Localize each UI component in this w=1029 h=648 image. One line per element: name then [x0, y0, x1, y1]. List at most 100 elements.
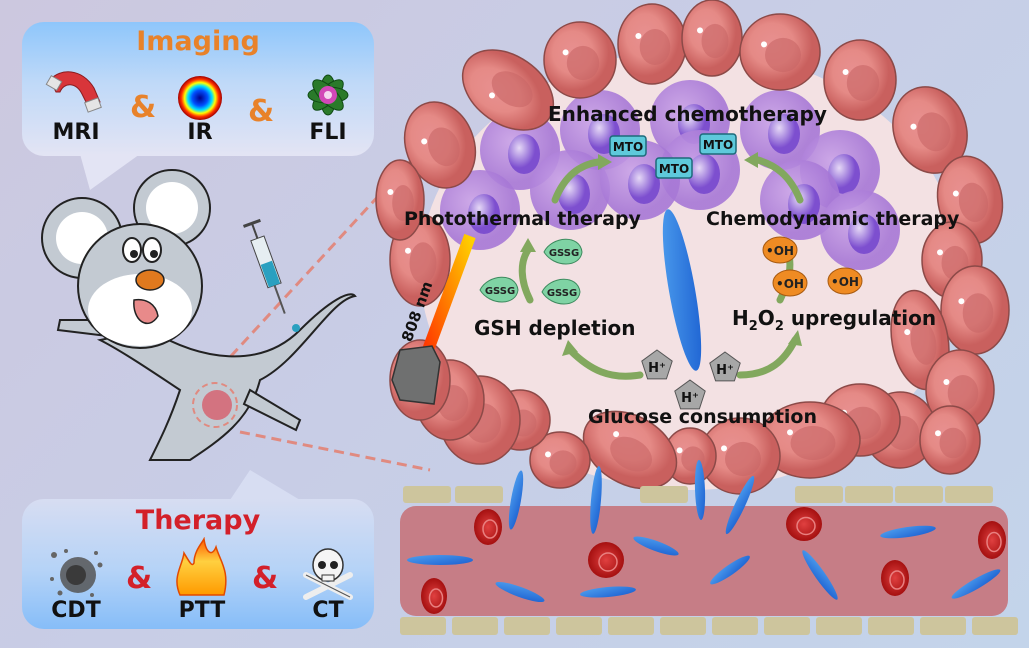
vessel-wall-cell — [764, 617, 810, 635]
mto-badge: MTO — [609, 135, 647, 157]
ir-label: IR — [187, 120, 213, 145]
mto-badge: MTO — [699, 133, 737, 155]
gsh-depletion-label: GSH depletion — [474, 316, 636, 340]
oh-label: •OH — [776, 277, 804, 291]
vessel-red-blood-cell — [421, 578, 447, 614]
chemodynamic-therapy-label: Chemodynamic therapy — [706, 208, 960, 230]
vessel-wall-cell — [400, 617, 446, 635]
mto-label: MTO — [613, 140, 643, 154]
imaging-title: Imaging — [136, 26, 260, 57]
proton-label: H⁺ — [648, 361, 666, 376]
ampersand: & — [252, 561, 279, 596]
red-blood-cell — [461, 49, 555, 131]
tumor-cell — [440, 170, 520, 250]
nanoparticle — [802, 550, 838, 600]
oh-label: •OH — [831, 275, 859, 289]
cdt-label: CDT — [51, 598, 101, 623]
vessel-wall-cell — [640, 486, 688, 503]
vessel-wall-cell — [403, 486, 451, 503]
red-blood-cell — [892, 86, 968, 174]
gssg-drop: GSSG — [541, 278, 581, 305]
red-blood-cell — [823, 39, 897, 121]
mto-badge: MTO — [655, 157, 693, 179]
ptt-label: PTT — [178, 598, 226, 623]
nanoparticle — [725, 475, 755, 535]
nanoparticle — [633, 536, 679, 556]
vessel-wall-cell — [972, 617, 1018, 635]
red-blood-cell — [699, 417, 781, 495]
vessel-wall-cell — [920, 617, 966, 635]
nanoparticle-central — [662, 209, 702, 371]
proton: H⁺ — [674, 379, 706, 410]
hydroxyl-radical: •OH — [827, 267, 863, 295]
vessel-wall-cell — [608, 617, 654, 635]
laser-808nm — [391, 233, 476, 405]
hydroxyl-radical: •OH — [772, 269, 808, 297]
nanoparticle — [580, 586, 636, 598]
mto-label: MTO — [703, 138, 733, 152]
gssg-drop: GSSG — [543, 238, 583, 265]
magnet-icon — [45, 71, 102, 113]
blood-vessel — [400, 506, 1008, 616]
red-blood-cell — [582, 410, 678, 490]
photothermal-therapy-label: Photothermal therapy — [404, 208, 641, 230]
arrow — [566, 346, 644, 380]
red-blood-cell — [919, 405, 981, 475]
proton: H⁺ — [641, 349, 673, 380]
gssg-drop: GSSG — [479, 276, 519, 303]
fluorescence-icon — [307, 74, 349, 116]
red-blood-cell — [681, 0, 743, 77]
vessel-wall-cell — [895, 486, 943, 503]
ampersand: & — [130, 90, 157, 125]
vessel-wall-cell — [845, 486, 893, 503]
oh-label: •OH — [766, 244, 794, 258]
ct-label: CT — [312, 598, 344, 623]
red-blood-cell — [617, 3, 687, 85]
h2o2-upregulation-label: H2O2 upregulation — [732, 306, 937, 334]
thermal-map-icon — [178, 76, 222, 120]
vessel-wall-cell — [712, 617, 758, 635]
laser-emitter — [391, 345, 441, 405]
nanoparticle — [880, 525, 936, 539]
imaging-panel: Imaging MRI & IR & FLI — [22, 22, 374, 156]
enhanced-chemotherapy-label: Enhanced chemotherapy — [548, 102, 827, 126]
debris-icon — [50, 549, 103, 597]
vessel-red-blood-cell — [786, 507, 822, 541]
vessel-red-blood-cell — [978, 521, 1006, 559]
nanoparticle — [508, 470, 524, 530]
arrow — [518, 246, 534, 304]
nanoparticle — [710, 555, 750, 585]
arrow — [551, 158, 602, 204]
nanoparticle — [590, 466, 602, 534]
red-blood-cell — [940, 265, 1010, 355]
nanoparticle — [495, 581, 545, 603]
red-blood-cell — [739, 13, 821, 91]
tumor-cell — [740, 90, 820, 170]
gssg-label: GSSG — [549, 248, 579, 259]
mto-label: MTO — [659, 162, 689, 176]
gssg-label: GSSG — [485, 286, 515, 297]
vessel-wall-cell — [504, 617, 550, 635]
mri-label: MRI — [52, 120, 100, 145]
ampersand: & — [248, 94, 275, 129]
vessel-wall-cell — [452, 617, 498, 635]
glucose-consumption-label: Glucose consumption — [588, 406, 818, 428]
nanoparticle — [694, 460, 706, 520]
proton-label: H⁺ — [716, 363, 734, 378]
arrow — [754, 156, 804, 204]
skull-crossbones-icon — [303, 548, 353, 600]
vessel-wall-cell — [816, 617, 862, 635]
vessel-red-blood-cell — [588, 542, 624, 578]
nanoparticle — [951, 569, 1001, 599]
proton-label: H⁺ — [681, 391, 699, 406]
proton: H⁺ — [709, 351, 741, 382]
red-blood-cell — [375, 159, 425, 241]
vessel-red-blood-cell — [474, 509, 502, 545]
arrow — [736, 336, 799, 379]
gssg-label: GSSG — [547, 288, 577, 299]
vessel-wall-cell — [868, 617, 914, 635]
red-blood-cell — [529, 431, 591, 489]
tumor-cell — [820, 190, 900, 270]
vessel-red-blood-cell — [881, 560, 909, 596]
